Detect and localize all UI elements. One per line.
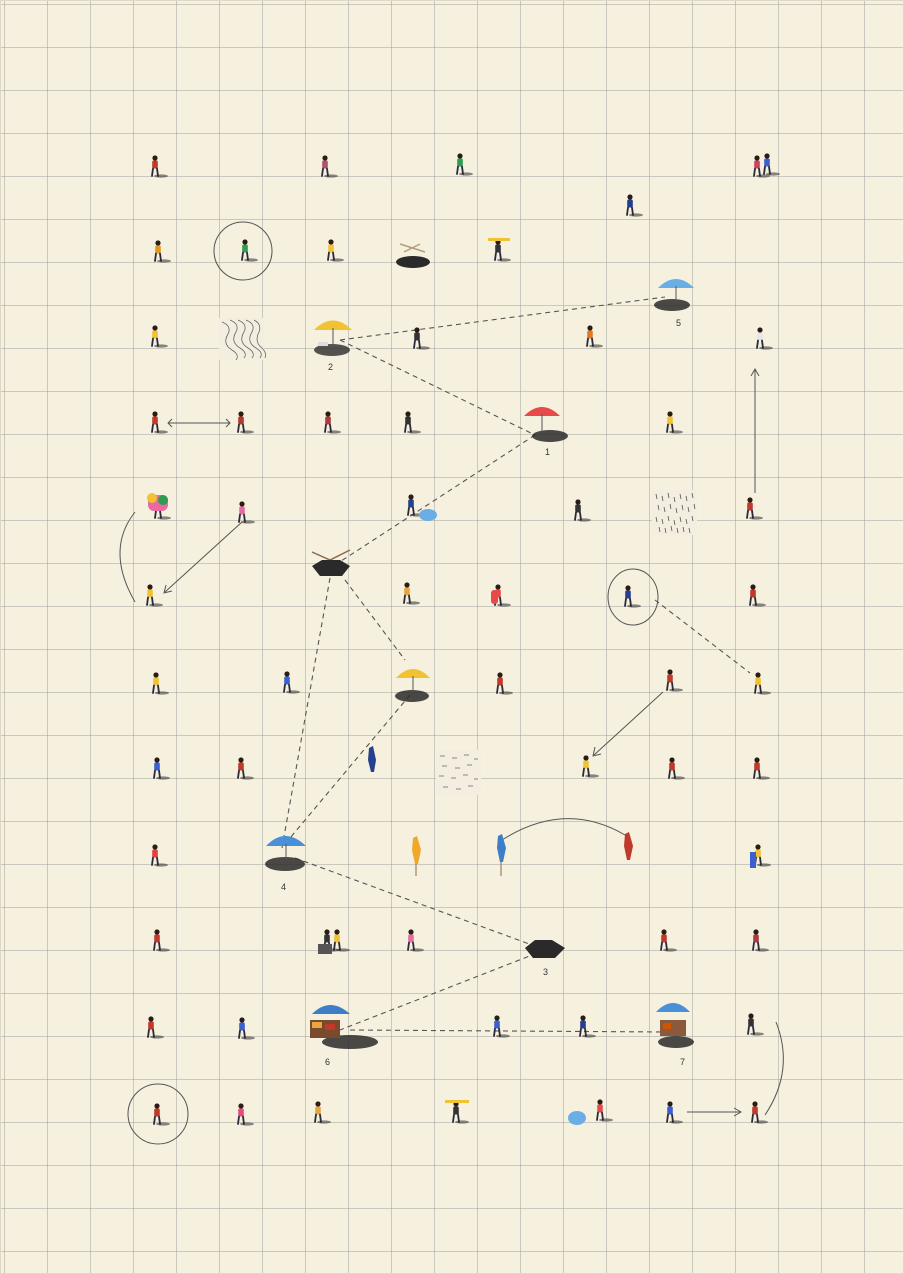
umbrella-7-blue-cart bbox=[656, 1003, 694, 1048]
wavy-texture-tile bbox=[219, 318, 266, 360]
umbrella-1-red bbox=[524, 407, 568, 442]
sand-texture-tile bbox=[436, 750, 481, 795]
label-6: 6 bbox=[325, 1057, 330, 1067]
umbrella-6-blue-cart bbox=[310, 1005, 378, 1049]
people-figures bbox=[147, 153, 780, 1125]
table-shadow bbox=[396, 244, 430, 268]
umbrella-2-yellow bbox=[314, 321, 352, 357]
label-5: 5 bbox=[676, 318, 681, 328]
folded-umbrellas bbox=[368, 746, 633, 876]
dashed-route-lines bbox=[282, 297, 750, 1032]
grass-texture-tile bbox=[652, 490, 697, 535]
label-1: 1 bbox=[545, 447, 550, 457]
label-2: 2 bbox=[328, 362, 333, 372]
yellow-umbrella-open bbox=[395, 669, 430, 702]
label-4: 4 bbox=[281, 882, 286, 892]
solid-arrows bbox=[120, 222, 783, 1144]
umbrella-5-blue bbox=[654, 279, 694, 311]
label-3: 3 bbox=[543, 967, 548, 977]
closed-umbrella-stand bbox=[312, 550, 350, 576]
umbrella-4-blue bbox=[265, 836, 306, 871]
umbrella-number-labels: 1 2 3 4 5 6 7 bbox=[281, 318, 685, 1067]
accessories bbox=[147, 238, 756, 1125]
label-7: 7 bbox=[680, 1057, 685, 1067]
umbrella-3-closed bbox=[525, 940, 565, 958]
